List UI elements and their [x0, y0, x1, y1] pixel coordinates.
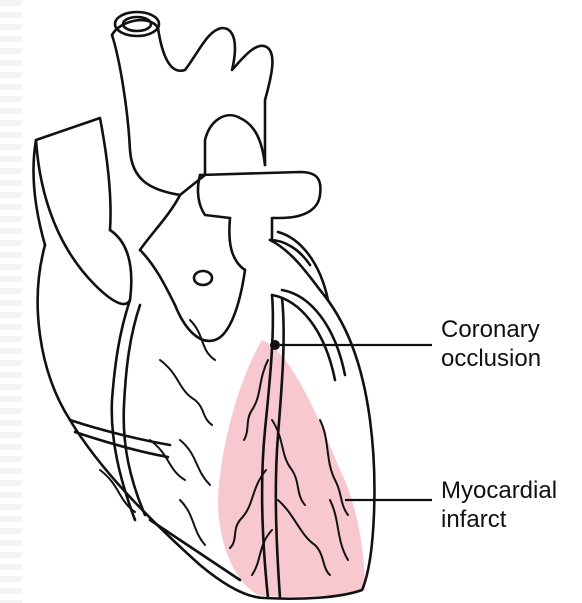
myocardial-infarct-label: Myocardial infarct [441, 476, 557, 534]
vessel-branch [150, 440, 185, 480]
vessel-branch [180, 440, 210, 485]
vessel-branch [180, 500, 205, 545]
pulmonary-trunk [200, 172, 320, 240]
coronary-occlusion-label: Coronary occlusion [441, 315, 541, 373]
occlusion-point [270, 340, 280, 350]
right-atrium-outline [33, 118, 110, 245]
vessel-branch [160, 360, 212, 425]
